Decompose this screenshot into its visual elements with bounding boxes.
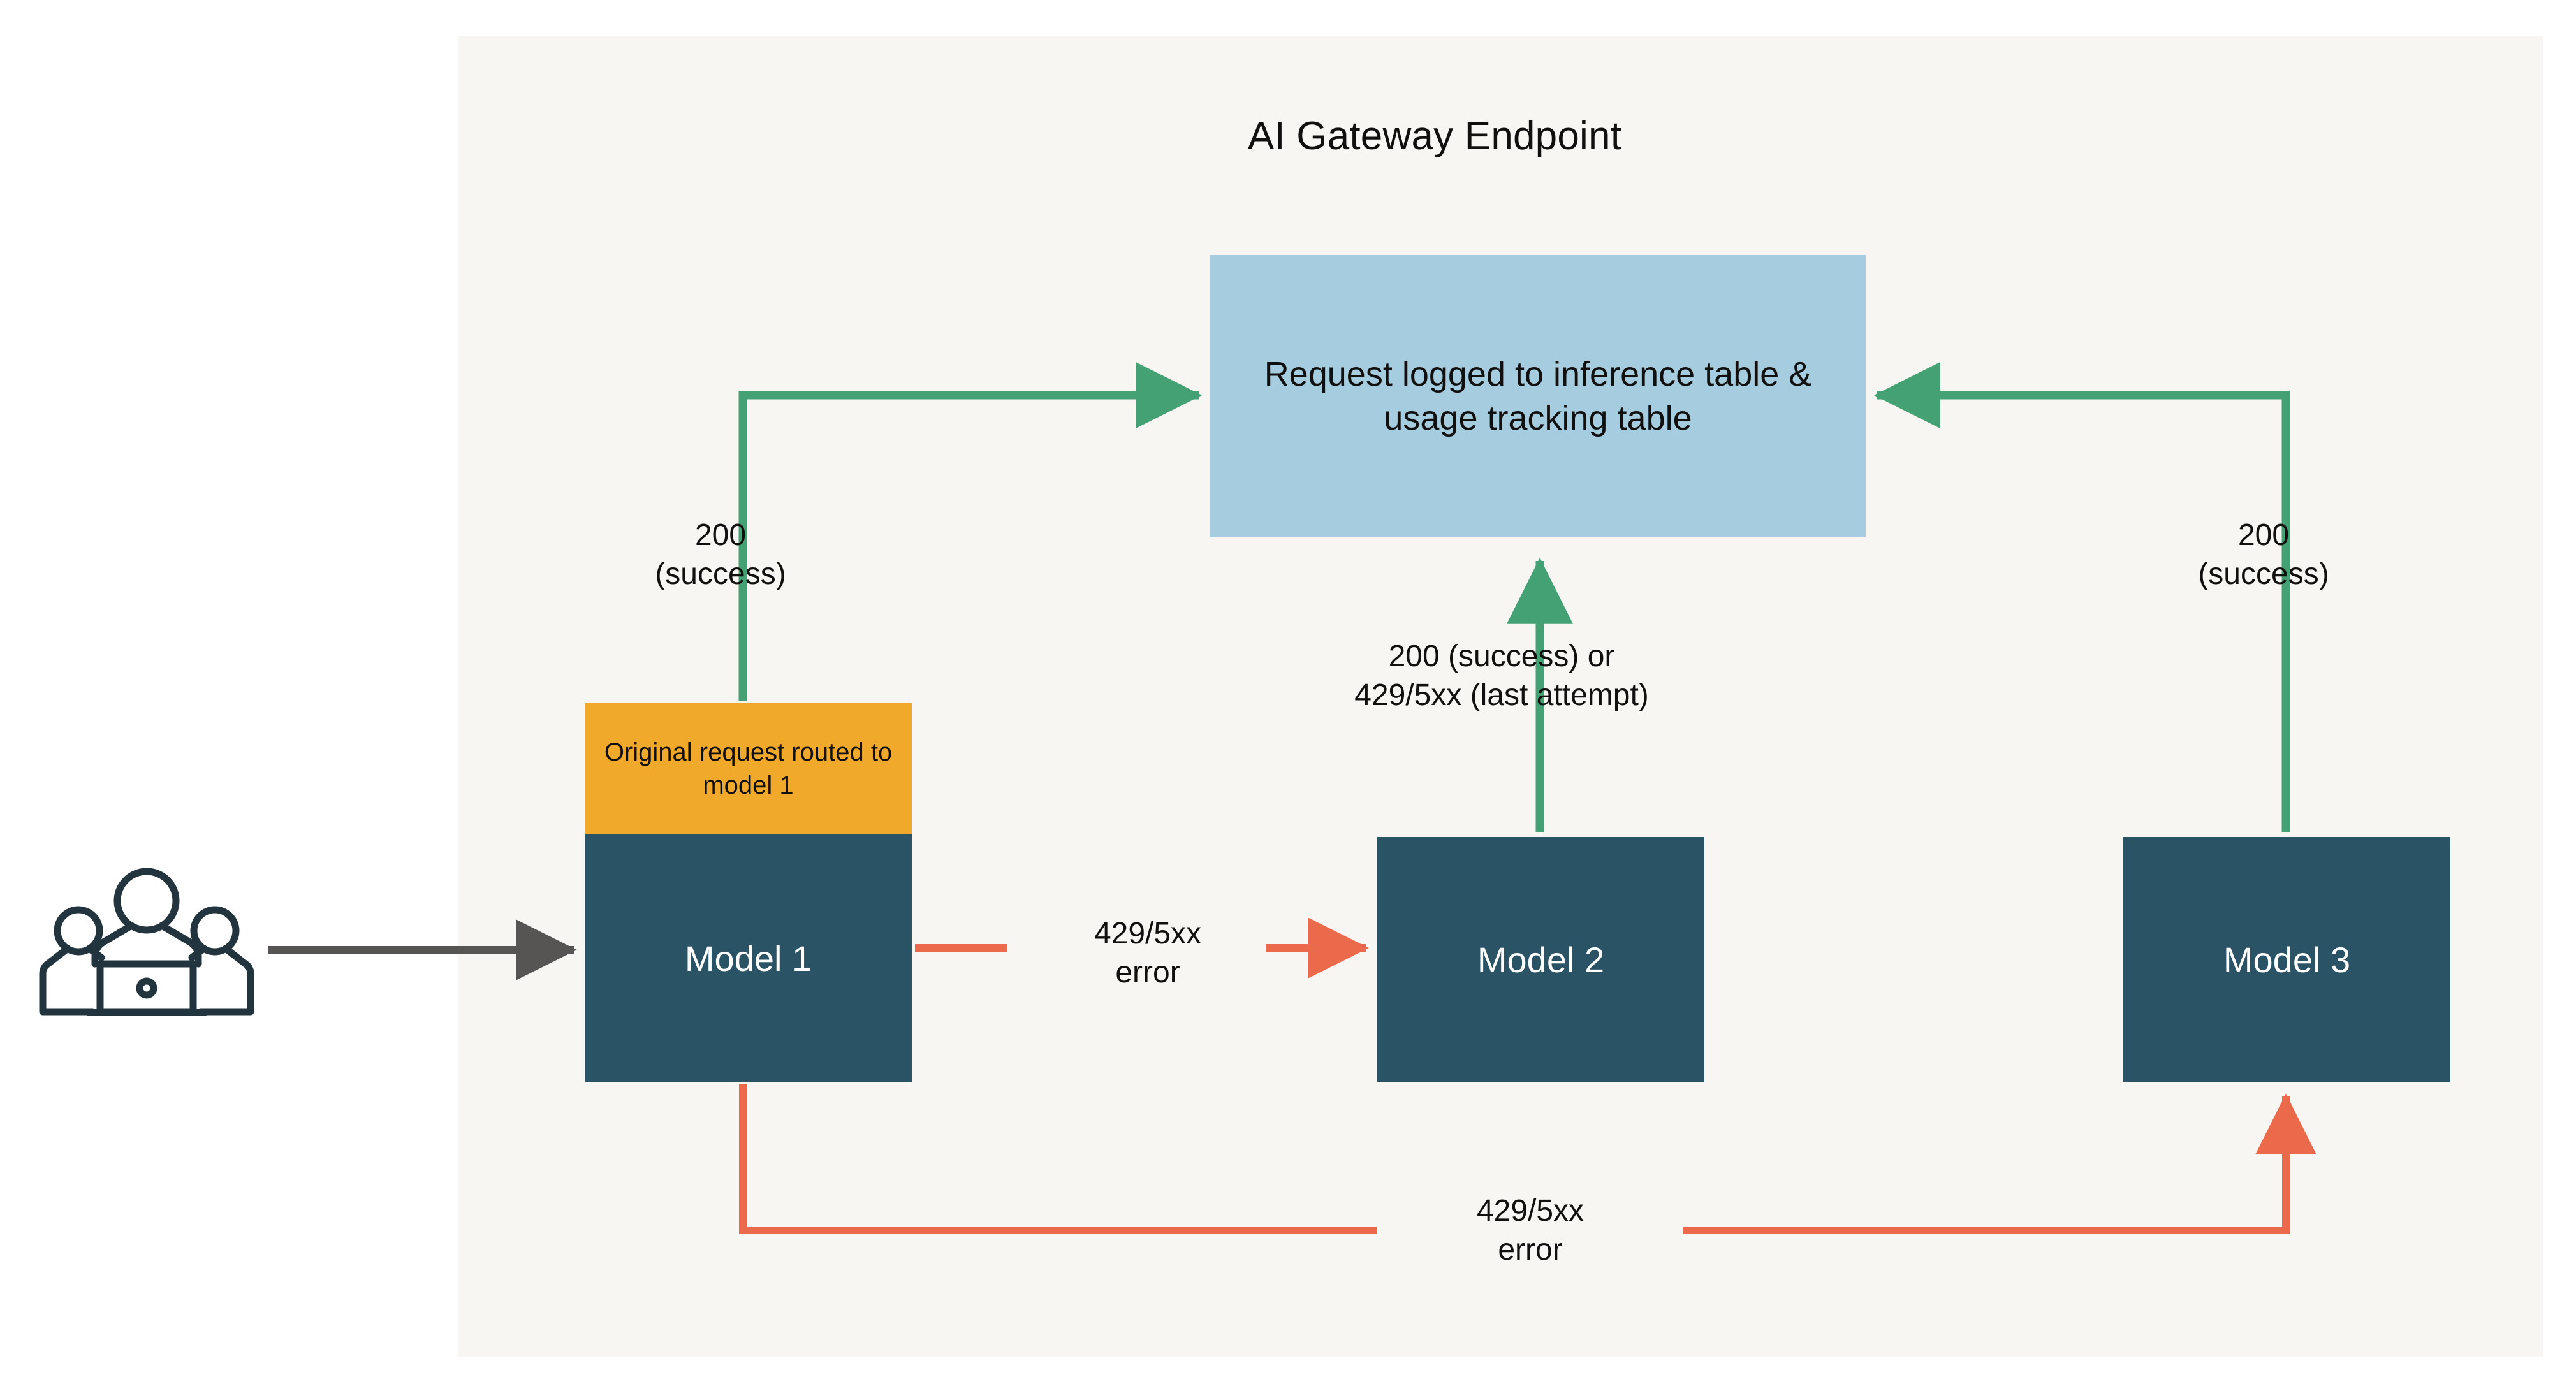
edge-label-error-model1-model2: 429/5xx error [1094,917,1202,989]
model-3-label: Model 3 [2223,940,2351,980]
edge-model1-to-model3-error [739,1084,2316,1234]
edge-label-right-success: 200 (success) [2198,518,2329,591]
users-laptop-icon [26,843,268,1034]
log-box-label: Request logged to inference table & usag… [1264,355,1812,437]
node-log-box[interactable]: Request logged to inference table & usag… [1210,255,1866,537]
edge-label-error-model1-model3: 429/5xx error [1476,1194,1584,1267]
model-1-label: Model 1 [684,938,812,979]
orange-banner-label: Original request routed to model 1 [604,738,893,799]
edge-label-left-success: 200 (success) [655,518,786,591]
node-model-1[interactable]: Model 1 [585,834,912,1082]
edge-model1-to-logbox [738,362,1203,701]
edge-label-center-result: 200 (success) or 429/5xx (last attempt) [1354,639,1649,712]
node-original-request-banner[interactable]: Original request routed to model 1 [585,703,912,834]
edge-model3-to-logbox [1873,362,2290,832]
page-title: AI Gateway Endpoint [1247,114,1622,158]
node-model-2[interactable]: Model 2 [1377,837,1704,1082]
model-2-label: Model 2 [1477,940,1605,980]
node-model-3[interactable]: Model 3 [2123,837,2450,1082]
